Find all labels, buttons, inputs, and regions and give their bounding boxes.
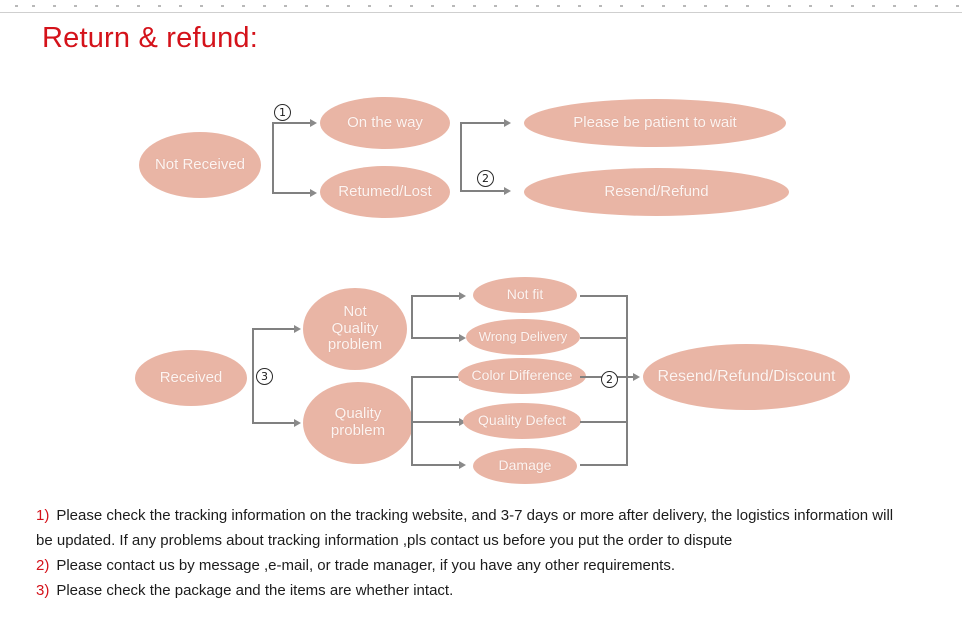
node-label: Quality Defect bbox=[478, 412, 566, 429]
arrow-to-resend-refund bbox=[504, 187, 511, 195]
note-item-2: 2) Please contact us by message ,e-mail, … bbox=[36, 553, 951, 578]
top-dotted-ruler bbox=[0, 5, 962, 9]
node-label: Damage bbox=[498, 457, 552, 474]
node-wrong-delivery: Wrong Delivery bbox=[466, 319, 580, 355]
connector-merge-wrong-delivery bbox=[580, 337, 628, 339]
node-returned-lost: Retumed/Lost bbox=[320, 166, 450, 218]
connector-to-color-difference bbox=[411, 376, 459, 378]
connector-to-wrong-delivery bbox=[411, 337, 459, 339]
connector-merge-not-fit bbox=[580, 295, 628, 297]
node-quality-problem: Quality problem bbox=[303, 382, 413, 464]
step-marker-label: 2 bbox=[606, 373, 613, 386]
connector-outcome-top-1 bbox=[460, 122, 504, 124]
connector-to-damage bbox=[411, 464, 459, 466]
note-number: 1) bbox=[36, 507, 50, 524]
connector-split-vertical-4 bbox=[411, 295, 413, 339]
note-text: Please check the tracking information on… bbox=[56, 507, 894, 524]
arrow-to-not-fit bbox=[459, 292, 466, 300]
node-label-line-1: Quality bbox=[334, 405, 382, 423]
connector-to-not-fit bbox=[411, 295, 459, 297]
connector-branch-top-1 bbox=[272, 122, 310, 124]
step-marker-2b: 2 bbox=[601, 371, 618, 388]
note-item-1: 1) Please check the tracking information … bbox=[36, 503, 951, 528]
step-marker-1: 1 bbox=[274, 104, 291, 121]
note-text: Please check the package and the items a… bbox=[56, 582, 454, 599]
connector-split-vertical-1 bbox=[272, 122, 274, 194]
node-label: On the way bbox=[347, 113, 423, 131]
connector-outcome-bottom-1 bbox=[460, 190, 504, 192]
node-label: Resend/Refund/Discount bbox=[657, 368, 836, 386]
node-label: Color Difference bbox=[471, 367, 573, 384]
node-received: Received bbox=[135, 350, 247, 406]
notes-list: 1) Please check the tracking information … bbox=[36, 503, 951, 603]
arrow-to-returned-lost bbox=[310, 189, 317, 197]
arrow-to-not-quality-problem bbox=[294, 325, 301, 333]
connector-branch-bottom-1 bbox=[272, 192, 310, 194]
node-label-line-2: problem bbox=[330, 422, 386, 439]
arrow-to-wrong-delivery bbox=[459, 334, 466, 342]
node-on-the-way: On the way bbox=[320, 97, 450, 149]
node-not-quality-problem: Not Quality problem bbox=[303, 288, 407, 370]
connector-merge-outlet bbox=[626, 376, 638, 378]
step-marker-label: 1 bbox=[279, 106, 286, 119]
node-color-difference: Color Difference bbox=[458, 358, 586, 394]
node-resend-refund-discount: Resend/Refund/Discount bbox=[643, 344, 850, 410]
note-item-3: 3) Please check the package and the items… bbox=[36, 578, 951, 603]
connector-branch-top-2 bbox=[252, 328, 294, 330]
node-label-line-2: Quality bbox=[331, 319, 379, 337]
connector-to-quality-defect bbox=[411, 421, 459, 423]
connector-merge-vertical bbox=[626, 295, 628, 466]
step-marker-label: 2 bbox=[482, 172, 489, 185]
arrow-to-quality-defect bbox=[459, 418, 466, 426]
node-label: Retumed/Lost bbox=[338, 182, 432, 200]
node-please-be-patient-to-wait: Please be patient to wait bbox=[524, 99, 786, 147]
page-title: Return & refund: bbox=[42, 22, 258, 54]
arrow-to-resend-refund-discount bbox=[633, 373, 640, 381]
node-quality-defect: Quality Defect bbox=[463, 403, 581, 439]
node-label-line-1: Not bbox=[343, 302, 367, 320]
step-marker-2: 2 bbox=[477, 170, 494, 187]
arrow-to-damage bbox=[459, 461, 466, 469]
node-label: Received bbox=[159, 368, 223, 386]
node-resend-refund: Resend/Refund bbox=[524, 168, 789, 216]
node-damage: Damage bbox=[473, 448, 577, 484]
node-label: Not Received bbox=[154, 155, 246, 173]
node-not-fit: Not fit bbox=[473, 277, 577, 313]
note-text: Please contact us by message ,e-mail, or… bbox=[56, 557, 675, 574]
connector-branch-bottom-2 bbox=[252, 422, 294, 424]
note-item-1-continuation: be updated. If any problems about tracki… bbox=[36, 532, 733, 549]
connector-split-vertical-2 bbox=[460, 122, 462, 192]
arrow-to-please-wait bbox=[504, 119, 511, 127]
note-number: 2) bbox=[36, 557, 50, 574]
node-not-received: Not Received bbox=[139, 132, 261, 198]
node-label: Wrong Delivery bbox=[478, 328, 568, 344]
node-label: Resend/Refund bbox=[604, 182, 709, 200]
connector-merge-damage bbox=[580, 464, 628, 466]
step-marker-label: 3 bbox=[261, 370, 268, 383]
connector-merge-quality-defect bbox=[580, 421, 628, 423]
arrow-to-quality-problem bbox=[294, 419, 301, 427]
node-label-line-3: problem bbox=[327, 336, 383, 354]
top-divider-rule bbox=[0, 12, 962, 13]
arrow-to-on-the-way bbox=[310, 119, 317, 127]
step-marker-3: 3 bbox=[256, 368, 273, 385]
node-label: Please be patient to wait bbox=[573, 113, 737, 131]
note-number: 3) bbox=[36, 582, 50, 599]
connector-split-vertical-3 bbox=[252, 328, 254, 424]
node-label: Not fit bbox=[506, 286, 544, 303]
